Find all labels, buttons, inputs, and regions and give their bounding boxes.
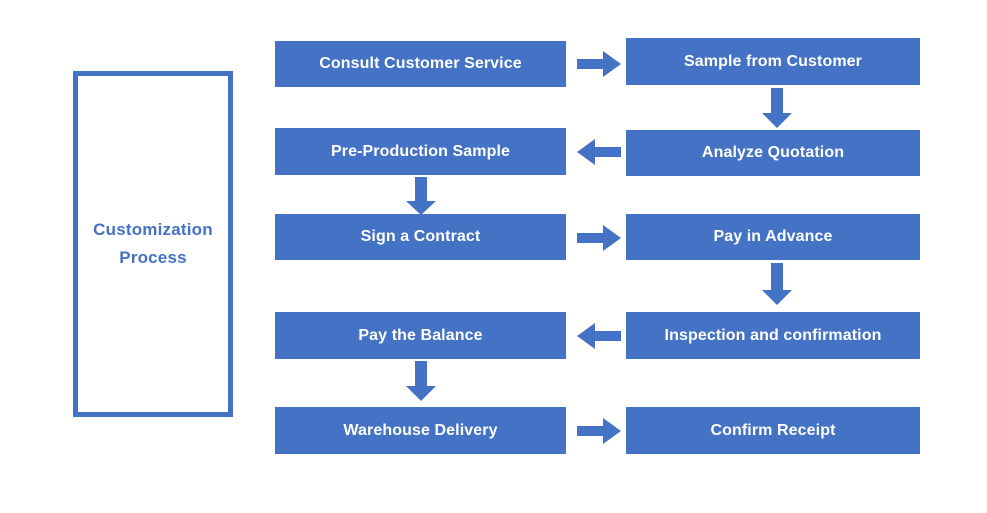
node-label: Consult Customer Service [319,55,522,72]
customization-process-label: Customization Process [93,216,213,272]
arrow-right-sign-to-pay-advance [577,225,621,251]
panel-label-line-1: Customization [93,219,213,239]
node-label: Confirm Receipt [710,421,836,439]
node-label: Inspection and confirmation [664,326,882,344]
node-label: Pay the Balance [358,326,483,344]
node-consult-customer-service[interactable]: Consult Customer Service [275,41,566,87]
customization-process-panel: Customization Process [73,71,233,417]
node-analyze-quotation[interactable]: Analyze Quotation [626,130,920,176]
node-label: Warehouse Delivery [343,421,498,439]
arrow-right-warehouse-to-confirm [577,418,621,444]
node-inspection-and-confirmation[interactable]: Inspection and confirmation [626,312,920,359]
arrow-right-consult-to-sample [577,51,621,77]
node-pre-production-sample[interactable]: Pre-Production Sample [275,128,566,175]
arrow-left-inspection-to-balance [577,323,621,349]
arrow-left-analyze-to-preproduction [577,139,621,165]
node-label: Sign a Contract [360,228,481,245]
node-confirm-receipt[interactable]: Confirm Receipt [626,407,920,454]
node-label: Pay in Advance [713,228,833,245]
arrow-down-pay-advance-to-inspection [762,263,792,305]
node-sample-from-customer[interactable]: Sample from Customer [626,38,920,85]
node-label: Analyze Quotation [701,144,845,161]
node-label: Sample from Customer [683,52,863,70]
panel-label-line-2: Process [119,248,187,267]
arrow-down-preproduction-to-sign [406,177,436,215]
node-pay-in-advance[interactable]: Pay in Advance [626,214,920,260]
node-label: Pre-Production Sample [330,142,511,160]
node-sign-a-contract[interactable]: Sign a Contract [275,214,566,260]
node-warehouse-delivery[interactable]: Warehouse Delivery [275,407,566,454]
arrow-down-balance-to-warehouse [406,361,436,401]
arrow-down-sample-to-analyze [762,88,792,128]
node-pay-the-balance[interactable]: Pay the Balance [275,312,566,359]
